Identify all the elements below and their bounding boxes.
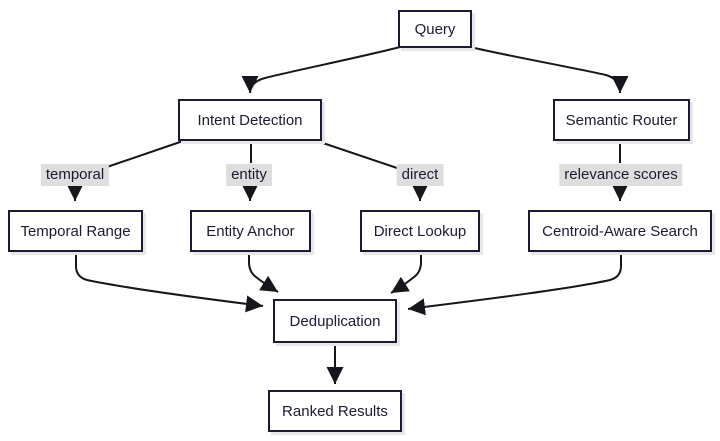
edge-query-intent: [241, 46, 401, 94]
node-ranked-results: Ranked Results: [268, 390, 402, 432]
edge-label-direct: direct: [396, 164, 444, 186]
edge-query-semantic: [469, 46, 629, 94]
edge-label-temporal: temporal: [40, 164, 110, 186]
node-centroid-aware-search: Centroid-Aware Search: [528, 210, 712, 252]
node-direct-lookup: Direct Lookup: [360, 210, 480, 252]
edge-direct-dedup: [390, 252, 422, 294]
node-entity-anchor: Entity Anchor: [190, 210, 311, 252]
node-deduplication: Deduplication: [273, 299, 397, 343]
edge-temporal-dedup: [75, 252, 264, 313]
edge-entity-dedup: [248, 252, 279, 293]
edge-intent-temporal-a: [103, 140, 184, 169]
node-intent-detection: Intent Detection: [178, 99, 322, 141]
edge-intent-direct-a: [316, 140, 398, 169]
edge-label-entity: entity: [226, 164, 272, 186]
node-semantic-router: Semantic Router: [553, 99, 690, 141]
node-query: Query: [398, 10, 472, 48]
edge-label-relevance-scores: relevance scores: [559, 164, 683, 186]
edge-centroid-dedup: [407, 252, 622, 316]
node-temporal-range: Temporal Range: [8, 210, 143, 252]
